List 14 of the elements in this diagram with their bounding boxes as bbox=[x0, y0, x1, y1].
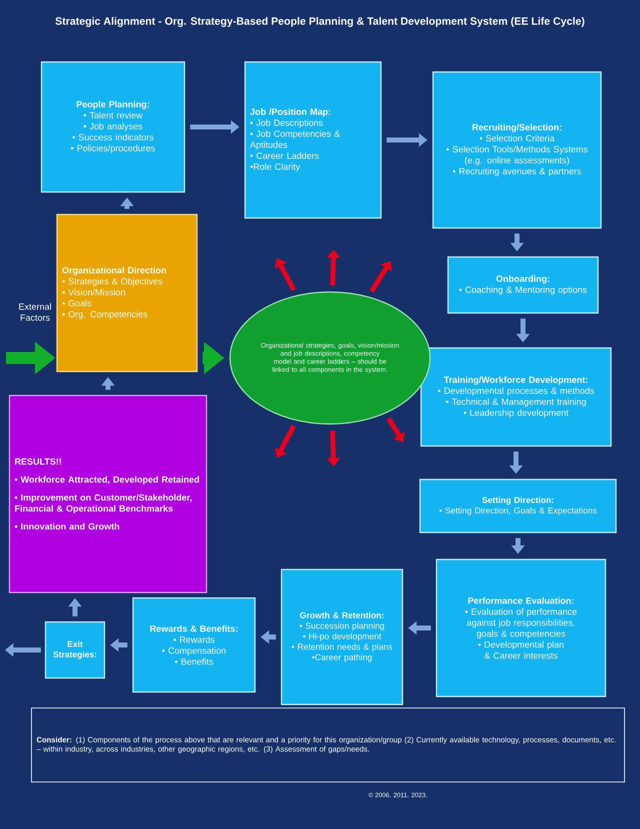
process-box: Performance Evaluation: • Evaluation of performance against job responsibilities, goals & competencies • Developmental plan & Career interests bbox=[436, 558, 606, 698]
direction-box: Organizational Direction • Strategies & Objectives • Vision/Mission • Goals • Org. Competencies bbox=[56, 214, 198, 372]
process-box: Recruiting/Selection: • Selection Criteria • Selection Tools/Methods Systems (e.g. online assessments) • Recruiting avenues & partners bbox=[432, 71, 602, 229]
process-box: Growth & Retention: • Succession planning • Hi-po development • Retention needs & plans •Career pathing bbox=[280, 568, 404, 706]
side-label: External Factors bbox=[19, 303, 51, 321]
results-box: RESULTS!! • Workforce Attracted, Developed Retained • Improvement on Customer/Stakeholder, Financial & Operational Benchmarks • Innovation and Growth bbox=[8, 394, 208, 594]
process-box: Rewards & Benefits: • Rewards • Compensation • Benefits bbox=[132, 597, 256, 693]
process-box: Training/Workforce Development: • Developmental processes & methods • Technical & Management training • Leadership development bbox=[420, 347, 612, 447]
process-box: Job /Position Map: • Job Descriptions • Job Competencies & Aptitudes • Career Ladders •Role Clarity bbox=[244, 61, 382, 219]
title: Strategic Alignment - Org. Strategy-Based People Planning & Talent Development System (EE Life Cycle) bbox=[55, 17, 584, 27]
process-box: People Planning: • Talent review • Job analyses • Success indicators • Policies/procedures bbox=[40, 61, 186, 193]
process-box: Exit Strategies: bbox=[44, 621, 106, 679]
process-box: Setting Direction: • Setting Direction, Goals & Expectations bbox=[419, 478, 617, 534]
process-box: Onboarding: • Coaching & Mentoring options bbox=[447, 256, 599, 314]
